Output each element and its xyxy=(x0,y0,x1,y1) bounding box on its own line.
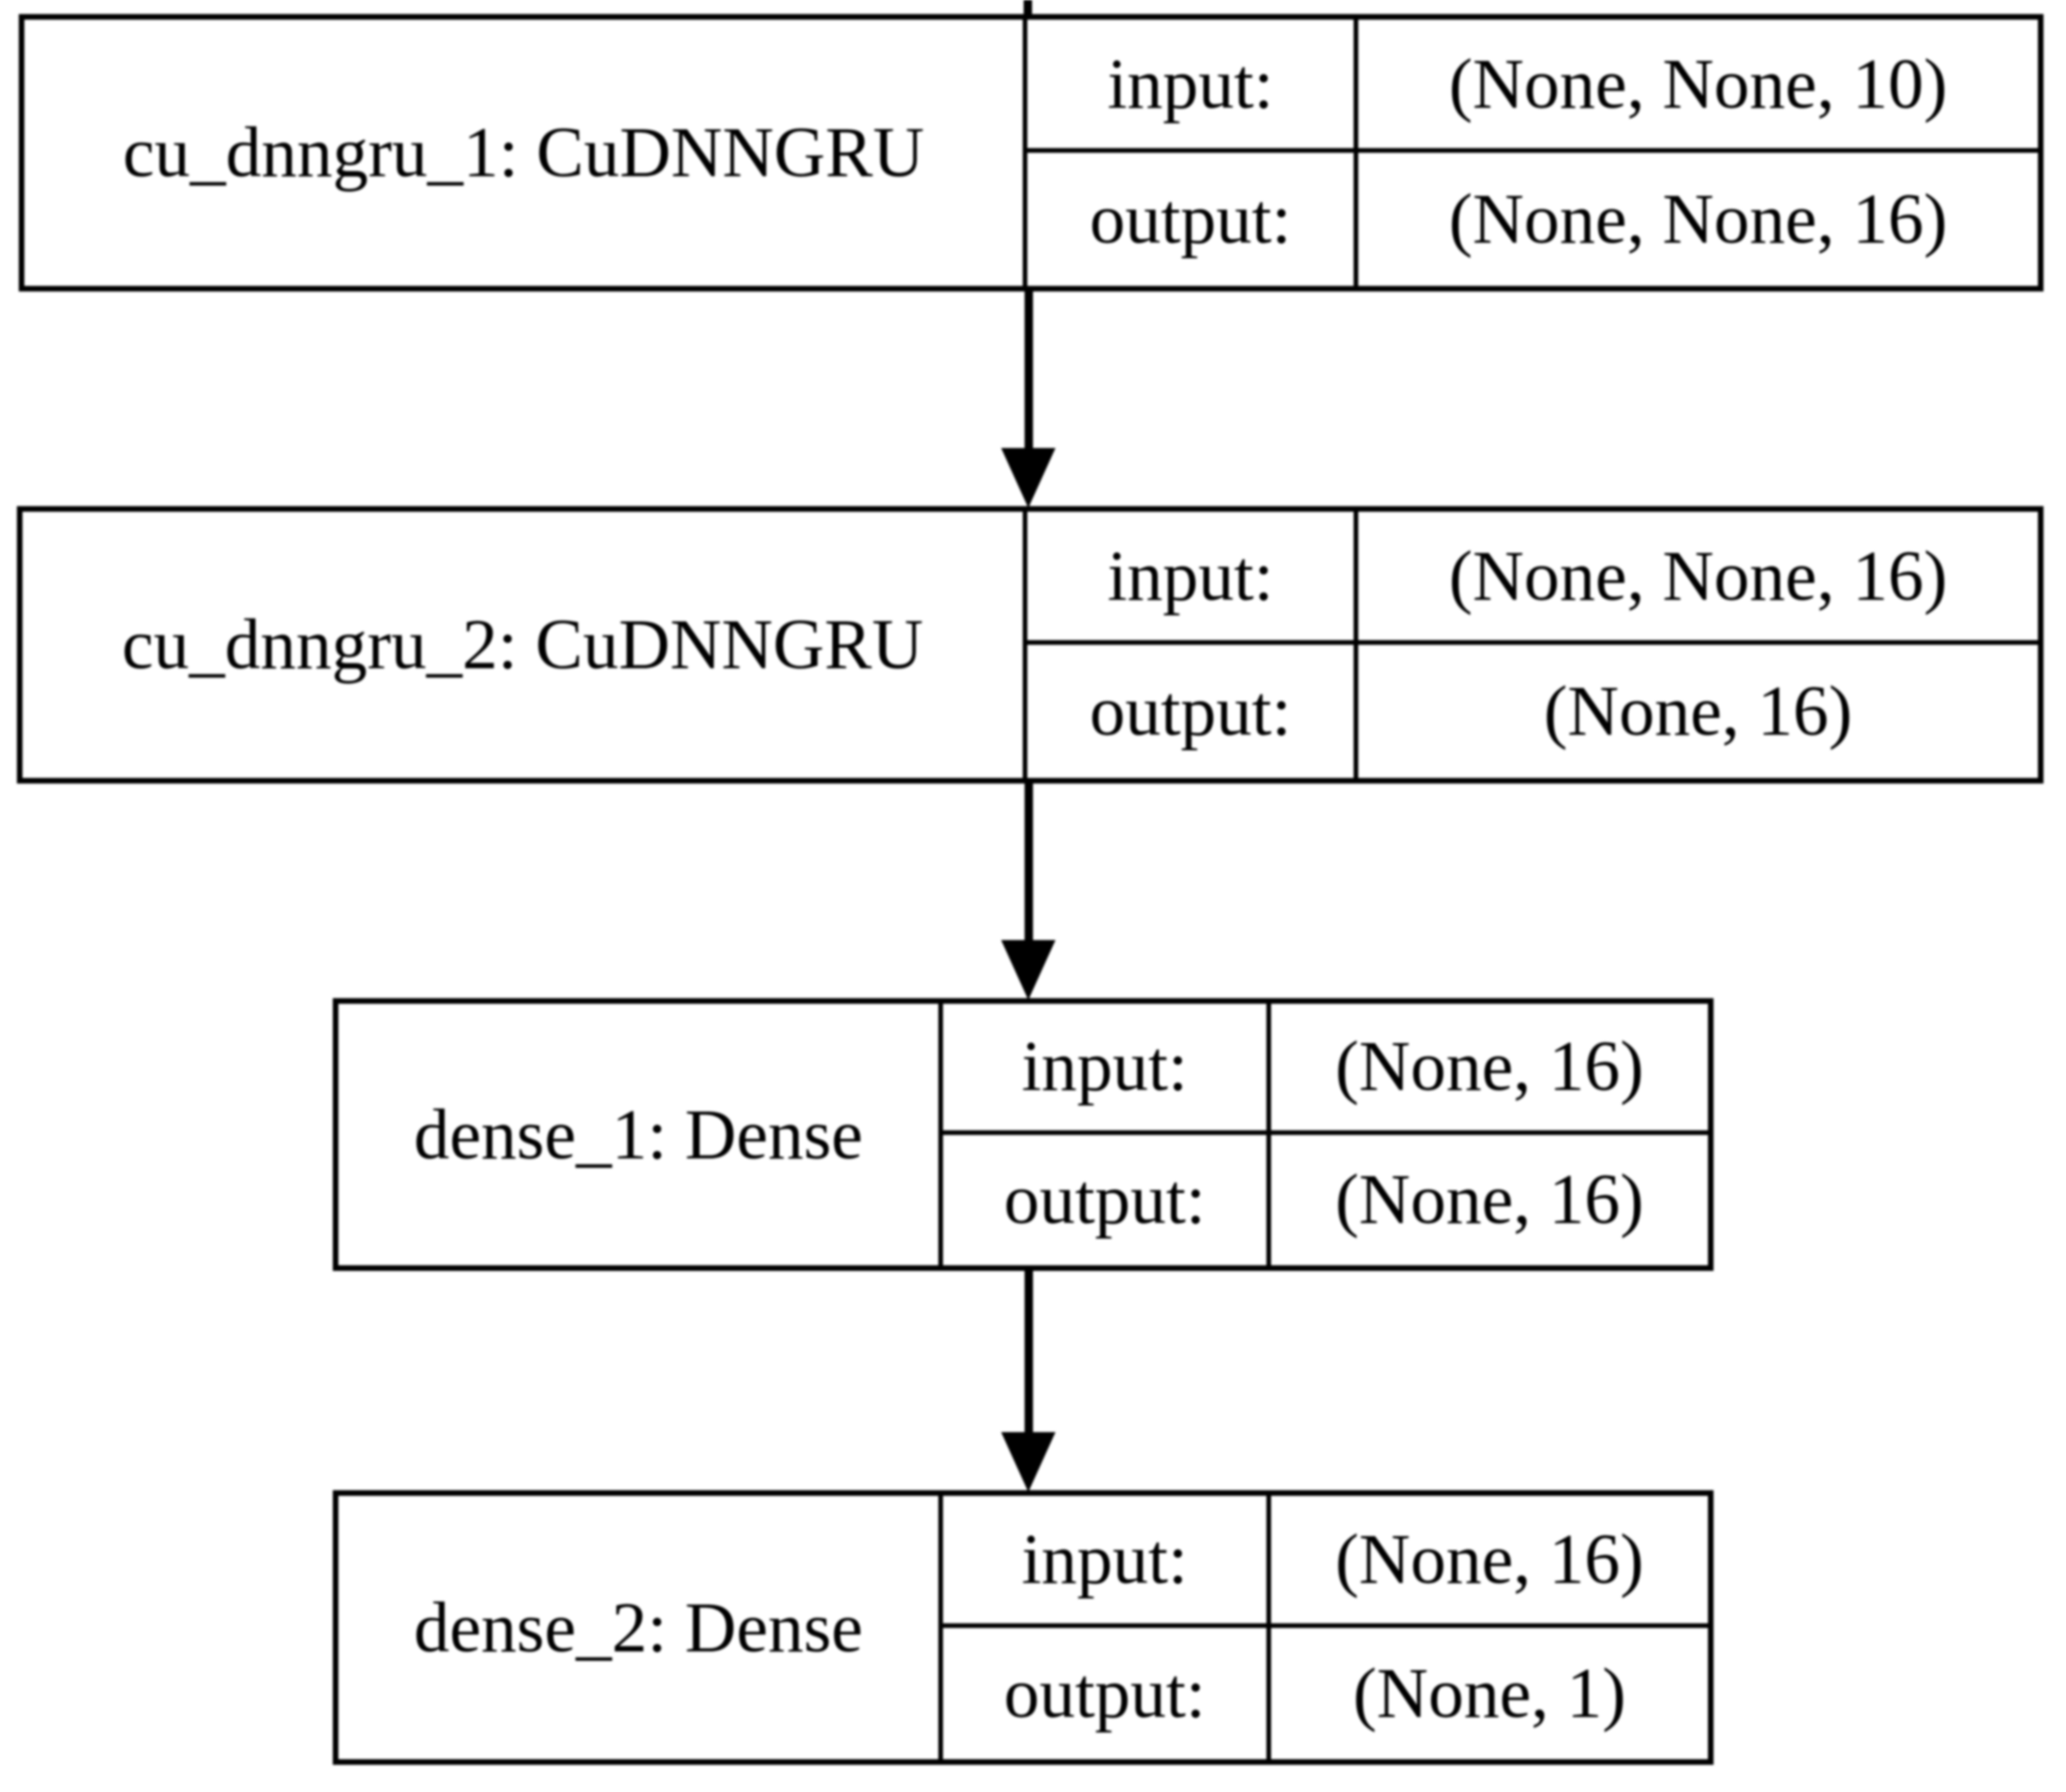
output-label: output: xyxy=(1089,180,1292,259)
output-label: output: xyxy=(1003,1653,1206,1733)
edge-arrow-2 xyxy=(1000,782,1056,1000)
edge-arrow-1 xyxy=(1000,291,1056,508)
edge-arrow-3 xyxy=(1000,1269,1056,1492)
edge-line xyxy=(1024,1269,1033,1432)
arrowhead-icon xyxy=(1001,448,1055,508)
edge-line xyxy=(1024,291,1033,448)
input-shape-value: (None, None, 16) xyxy=(1354,512,2038,645)
edge-line xyxy=(1024,782,1033,940)
layer-name: cu_dnngru_1: CuDNNGRU xyxy=(24,20,1027,286)
input-shape-value: (None, None, 10) xyxy=(1354,20,2038,153)
layer-node-dense-1: dense_1: Dense input: (None, 16) output:… xyxy=(333,998,1714,1271)
incoming-edge-stub xyxy=(1024,0,1032,20)
output-label: output: xyxy=(1089,672,1292,751)
layer-node-cu-dnngru-2: cu_dnngru_2: CuDNNGRU input: (None, None… xyxy=(17,506,2044,784)
output-shape-value: (None, 16) xyxy=(1354,645,2038,778)
layer-node-cu-dnngru-1: cu_dnngru_1: CuDNNGRU input: (None, None… xyxy=(19,14,2044,291)
input-label: input: xyxy=(1027,512,1354,645)
input-label: input: xyxy=(943,1496,1266,1628)
layer-name: cu_dnngru_2: CuDNNGRU xyxy=(22,512,1027,778)
output-shape-value: (None, 16) xyxy=(1266,1134,1708,1265)
input-label: input: xyxy=(1027,20,1354,153)
arrowhead-icon xyxy=(1001,1432,1055,1492)
input-label: input: xyxy=(943,1004,1266,1135)
output-shape-value: (None, None, 16) xyxy=(1354,153,2038,286)
output-label: output: xyxy=(1003,1160,1206,1240)
layer-name: dense_1: Dense xyxy=(338,1004,943,1265)
output-shape-value: (None, 1) xyxy=(1266,1627,1708,1759)
layer-node-dense-2: dense_2: Dense input: (None, 16) output:… xyxy=(333,1490,1714,1765)
input-shape-value: (None, 16) xyxy=(1266,1496,1708,1628)
arrowhead-icon xyxy=(1001,940,1055,1000)
input-shape-value: (None, 16) xyxy=(1266,1004,1708,1135)
layer-name: dense_2: Dense xyxy=(338,1496,943,1759)
